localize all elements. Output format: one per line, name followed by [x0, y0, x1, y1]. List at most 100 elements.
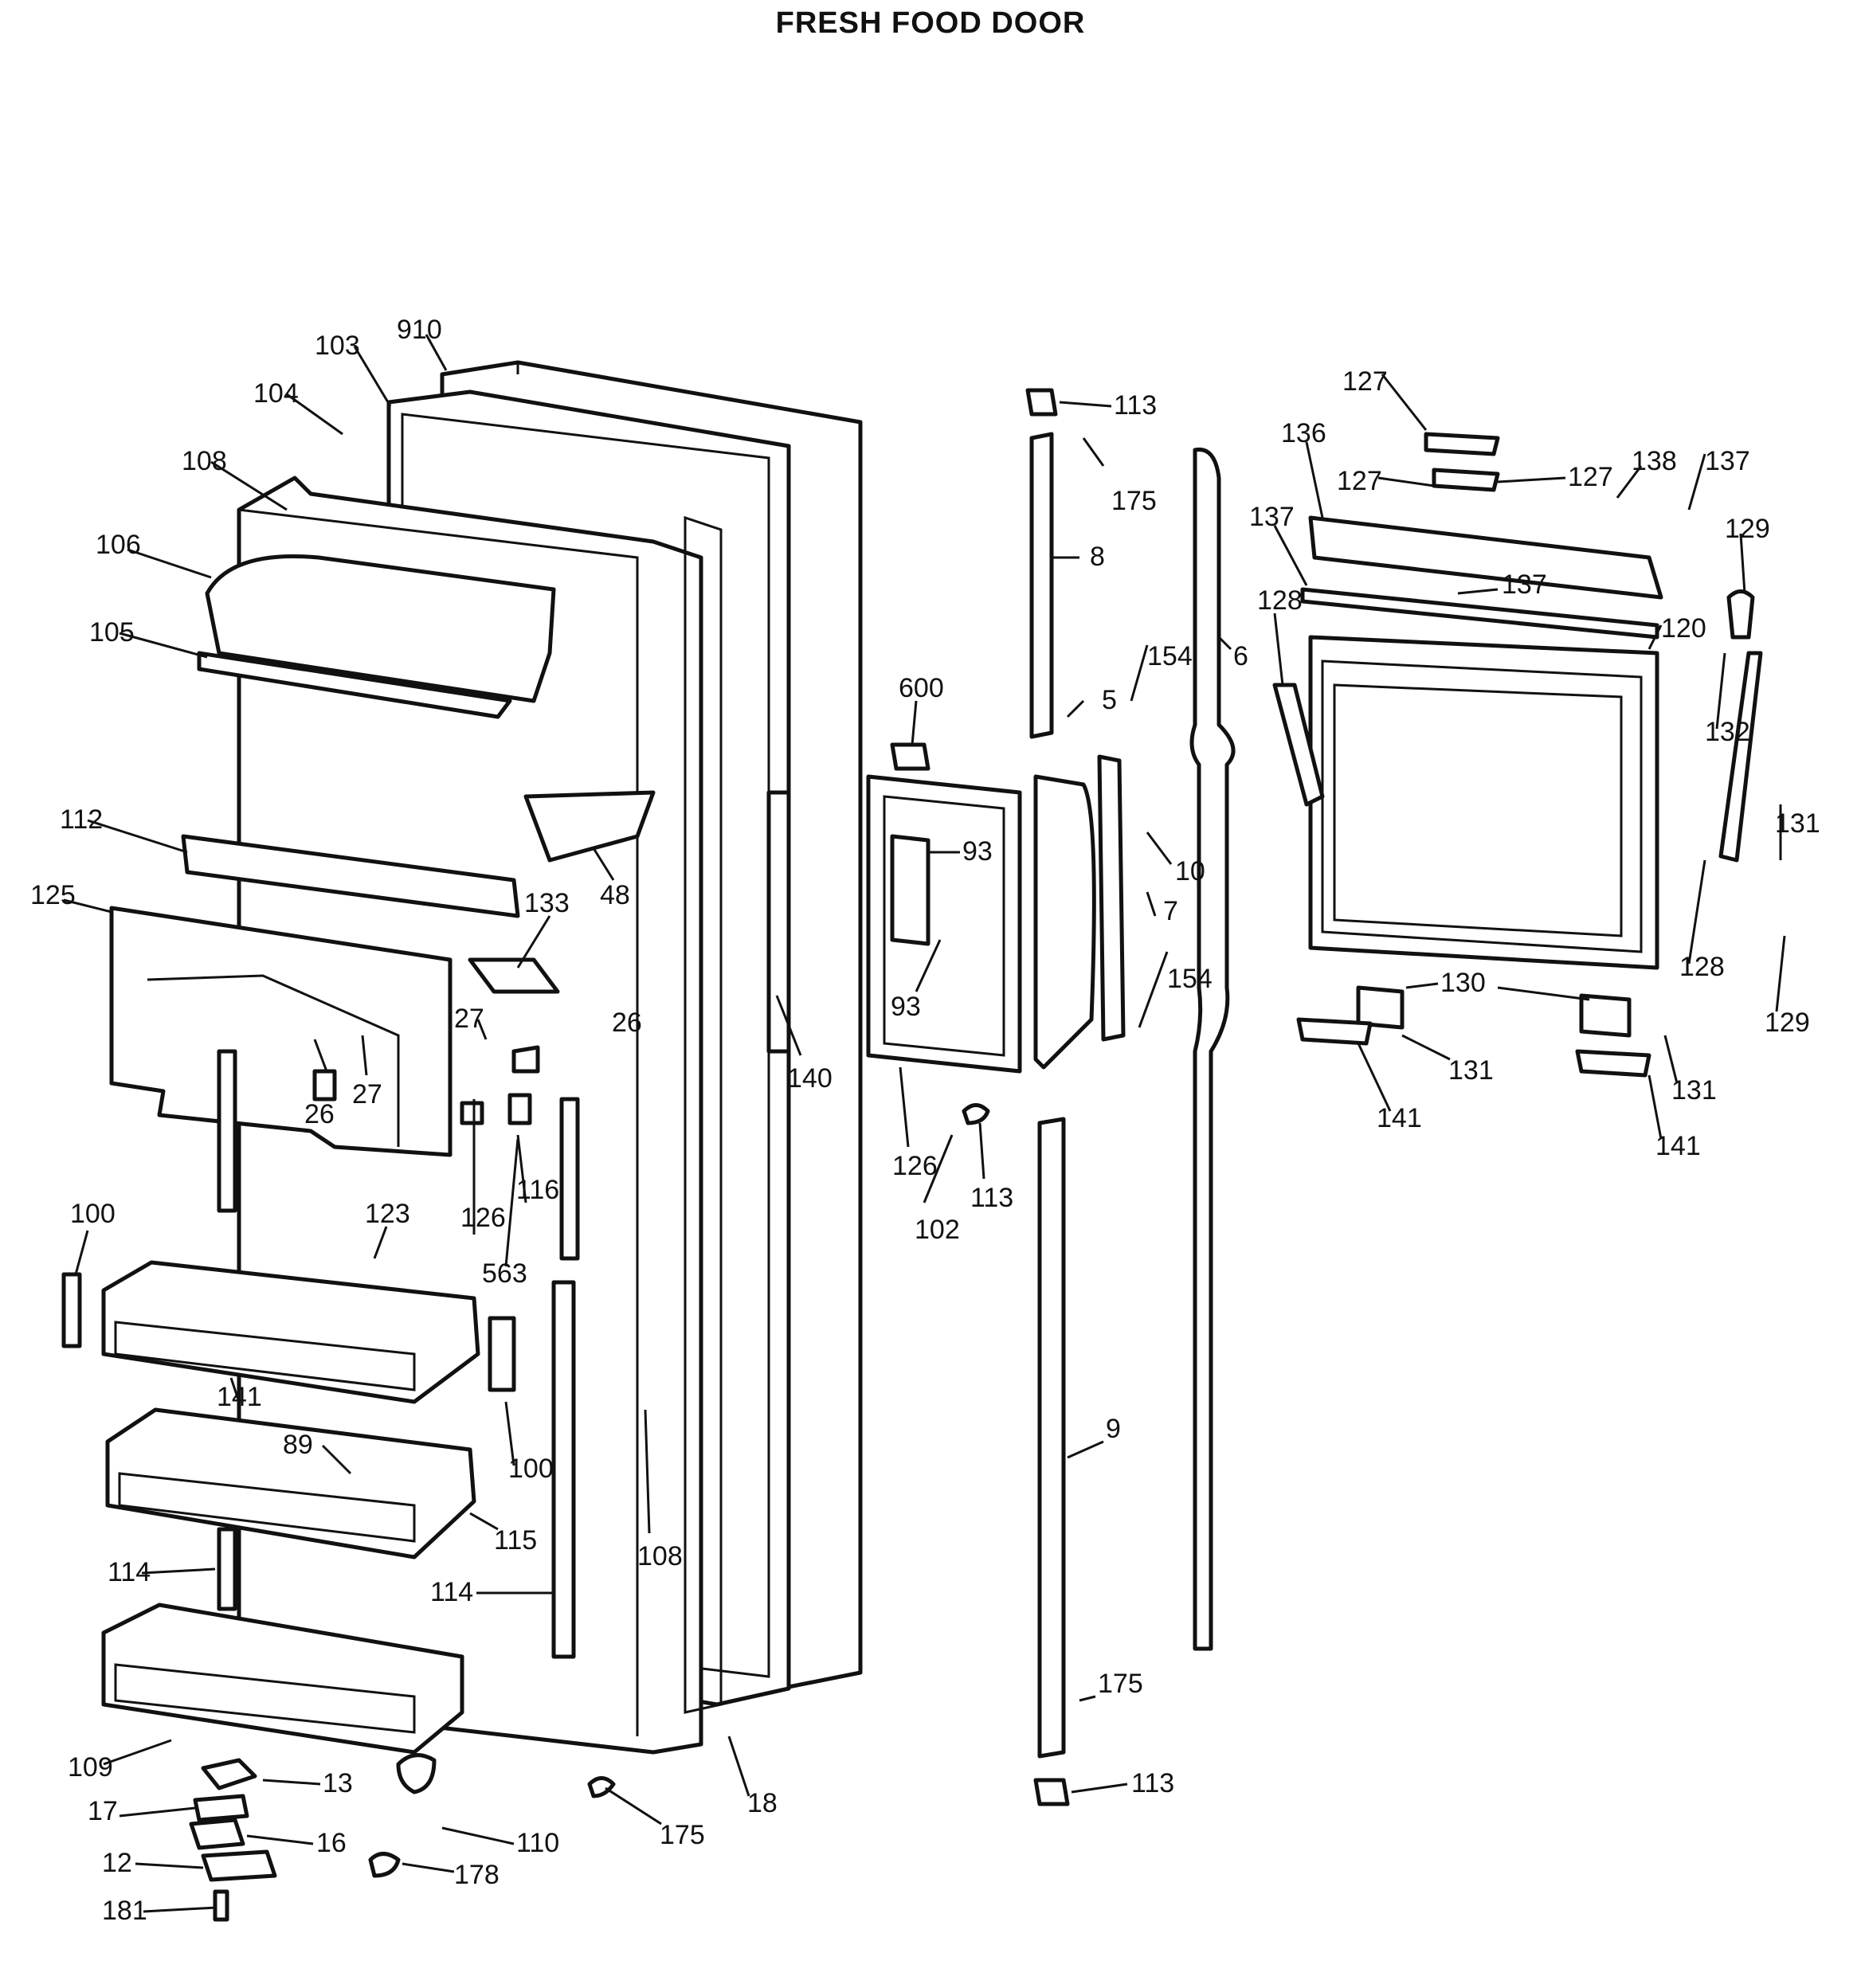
leader-line — [74, 1230, 89, 1275]
callout-label: 181 — [102, 1896, 147, 1926]
leader-line — [353, 346, 392, 407]
leader-line — [978, 1122, 985, 1180]
callout-label: 175 — [660, 1820, 705, 1850]
leader-line — [1377, 476, 1435, 487]
leader-line — [1457, 588, 1499, 595]
callout-label: 113 — [970, 1183, 1013, 1213]
leader-line — [441, 1826, 515, 1845]
callout-label: 12 — [102, 1848, 132, 1878]
callout-label: 141 — [1655, 1131, 1701, 1161]
shelf-rail — [181, 834, 520, 918]
callout-label: 137 — [1502, 569, 1547, 600]
leader-line — [1405, 982, 1439, 989]
leader-line — [1715, 652, 1726, 730]
callout-label: 104 — [253, 378, 299, 409]
leader-line — [210, 460, 288, 511]
leader-line — [262, 1779, 321, 1786]
leader-line — [644, 1409, 651, 1534]
leader-line — [899, 1066, 910, 1148]
callout-label: 110 — [516, 1828, 559, 1858]
callout-label: 6 — [1233, 641, 1248, 671]
leader-line — [1497, 986, 1590, 1001]
leader-line — [87, 819, 188, 854]
callout-label: 9 — [1106, 1414, 1121, 1444]
callout-label: 129 — [1765, 1008, 1810, 1038]
leader-line — [402, 1862, 455, 1873]
leader-line — [911, 700, 918, 746]
vertical-trim-strips — [1029, 432, 1236, 1759]
callout-label: 138 — [1632, 446, 1677, 476]
callout-label: 131 — [1775, 808, 1820, 839]
callout-label: 89 — [283, 1430, 313, 1460]
callout-label: 127 — [1342, 366, 1388, 397]
leader-line — [504, 1401, 515, 1466]
callout-label: 7 — [1163, 896, 1178, 926]
leader-line — [1079, 1695, 1096, 1702]
leader-line — [1067, 1440, 1104, 1459]
leader-line — [1146, 891, 1157, 917]
callout-label: 13 — [323, 1768, 353, 1798]
leader-line — [63, 898, 112, 914]
callout-label: 126 — [460, 1203, 506, 1233]
light-shield — [109, 906, 453, 1157]
leader-line — [1138, 951, 1169, 1028]
leader-line — [1497, 476, 1566, 483]
leader-line — [1082, 437, 1105, 467]
leader-line — [286, 393, 343, 436]
leader-line — [119, 1806, 196, 1818]
leader-line — [1381, 374, 1428, 431]
leader-line — [143, 1906, 217, 1913]
callout-label: 129 — [1725, 514, 1770, 544]
leader-lines — [63, 334, 1786, 1913]
callout-label: 128 — [1257, 585, 1303, 616]
leader-line — [1739, 533, 1746, 594]
leader-line — [1647, 624, 1663, 650]
leader-line — [727, 1736, 750, 1797]
inner-door-frame — [766, 774, 1022, 1074]
callout-label: 26 — [304, 1099, 335, 1129]
callout-layer: 910 103 104 108 106 105 112 125 133 48 2… — [30, 315, 1820, 1926]
callout-label: 108 — [182, 446, 227, 476]
leader-line — [1687, 453, 1706, 511]
callout-label: 106 — [96, 530, 141, 560]
callout-label: 27 — [454, 1004, 484, 1034]
callout-label: 140 — [787, 1063, 833, 1094]
leader-line — [103, 1739, 172, 1766]
leader-line — [127, 548, 212, 579]
leader-line — [1357, 1043, 1392, 1112]
leader-line — [476, 1019, 488, 1040]
leader-line — [1146, 832, 1173, 865]
leader-line — [516, 915, 551, 969]
callout-label: 178 — [454, 1860, 500, 1890]
callout-label: 100 — [508, 1454, 554, 1484]
leader-line — [119, 632, 208, 659]
callout-label: 131 — [1448, 1055, 1494, 1086]
leader-line — [592, 847, 615, 881]
callout-label: 116 — [516, 1175, 559, 1205]
callout-label: 126 — [892, 1151, 938, 1181]
leader-line — [1647, 1074, 1663, 1140]
callout-label: 132 — [1705, 717, 1750, 747]
dairy-compartment-door — [197, 554, 556, 719]
callout-label: 600 — [899, 673, 944, 703]
callout-label: 910 — [397, 315, 442, 345]
callout-label: 113 — [1131, 1768, 1174, 1798]
callout-label: 27 — [352, 1079, 382, 1109]
callout-label: 5 — [1102, 685, 1117, 715]
leader-line — [516, 1134, 527, 1203]
leader-line — [1071, 1783, 1128, 1794]
callout-label: 175 — [1111, 486, 1157, 516]
leader-line — [923, 1134, 954, 1203]
callout-label: 112 — [60, 804, 103, 835]
callout-label: 123 — [365, 1199, 410, 1229]
callout-label: 128 — [1679, 952, 1725, 982]
leader-line — [915, 939, 942, 992]
small-parts — [61, 388, 1070, 1922]
callout-label: 141 — [1377, 1103, 1422, 1133]
callout-label: 8 — [1090, 542, 1105, 572]
door-handle — [1033, 754, 1126, 1070]
leader-line — [605, 1786, 662, 1826]
callout-label: 130 — [1440, 968, 1486, 998]
leader-line — [1687, 859, 1706, 965]
